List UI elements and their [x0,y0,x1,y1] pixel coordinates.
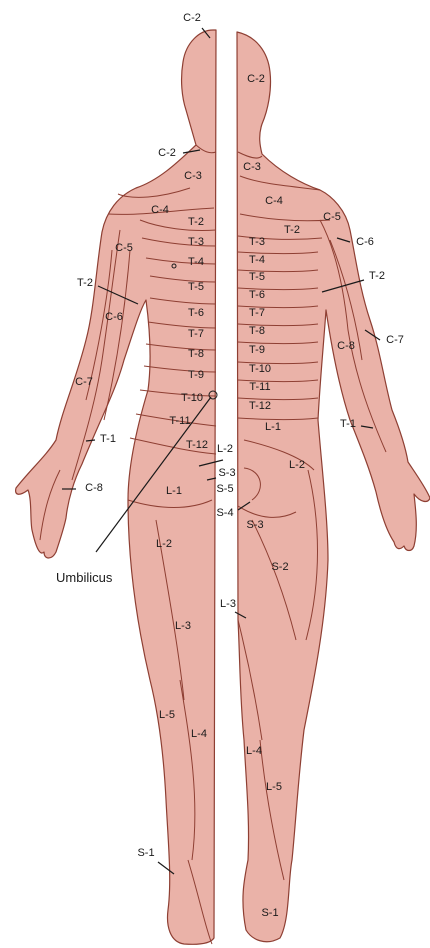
back-label-t-11: T-11 [249,381,270,393]
front-label-t-1: T-1 [100,433,116,445]
back-label-l-3: L-3 [220,598,236,610]
front-label-c-7: C-7 [75,376,93,388]
back-label-t-8: T-8 [249,325,265,337]
back-label-s-1: S-1 [261,907,278,919]
front-label-l-3: L-3 [175,620,191,632]
front-label-l-1: L-1 [166,485,182,497]
back-label-l-1: L-1 [265,421,281,433]
umbilicus-caption: Umbilicus [56,570,113,585]
front-label-c-2: C-2 [183,12,201,24]
back-label-c-7: C-7 [386,334,404,346]
back-label-l-4: L-4 [246,745,262,757]
front-label-t-2: T-2 [77,277,93,289]
front-label-l-5: L-5 [159,709,175,721]
front-label-t-12: T-12 [186,439,208,451]
back-label-s-2: S-2 [271,561,288,573]
front-label-l-2: L-2 [217,443,233,455]
front-label-s-1: S-1 [137,847,154,859]
front-label-s-3: S-3 [218,467,235,479]
front-label-s-4: S-4 [216,507,233,519]
front-label-c-5: C-5 [115,242,133,254]
back-label-c-6: C-6 [356,236,374,248]
front-body [16,30,217,944]
front-label-t-3: T-3 [188,236,204,248]
front-body-outline [16,30,216,944]
front-label-c-8: C-8 [85,482,103,494]
back-label-t-5: T-5 [249,271,265,283]
back-body-outline [237,32,430,942]
back-label-c-4: C-4 [265,195,283,207]
front-label-t-10: T-10 [181,392,203,404]
front-label-t-2: T-2 [188,216,204,228]
front-label-t-8: T-8 [188,348,204,360]
front-label-t-5: T-5 [188,281,204,293]
back-body [237,32,430,942]
back-label-t-2: T-2 [284,224,300,236]
front-label-t-4: T-4 [188,256,204,268]
front-label-t-11: T-11 [169,415,190,427]
front-label-s-5: S-5 [216,483,233,495]
back-label-t-6: T-6 [249,289,265,301]
back-label-c-2: C-2 [247,73,265,85]
front-label-c-4: C-4 [151,204,169,216]
back-label-t-4: T-4 [249,254,265,266]
back-label-c-5: C-5 [323,211,341,223]
front-label-t-7: T-7 [188,328,204,340]
back-label-t-10: T-10 [249,363,271,375]
back-label-t-9: T-9 [249,344,265,356]
back-label-t-2: T-2 [369,270,385,282]
front-label-l-4: L-4 [191,728,207,740]
back-label-t-1: T-1 [340,418,356,430]
front-label-t-9: T-9 [188,369,204,381]
back-label-t-7: T-7 [249,307,265,319]
back-label-t-12: T-12 [249,400,271,412]
back-label-s-3: S-3 [246,519,263,531]
front-label-c-6: C-6 [105,311,123,323]
front-label-c-3: C-3 [184,170,202,182]
back-label-l-5: L-5 [266,781,282,793]
front-label-t-6: T-6 [188,307,204,319]
front-label-c-2: C-2 [158,147,176,159]
back-label-l-2: L-2 [289,459,305,471]
back-label-t-3: T-3 [249,236,265,248]
back-label-c-3: C-3 [243,161,261,173]
front-label-l-2: L-2 [156,538,172,550]
back-label-c-8: C-8 [337,340,355,352]
